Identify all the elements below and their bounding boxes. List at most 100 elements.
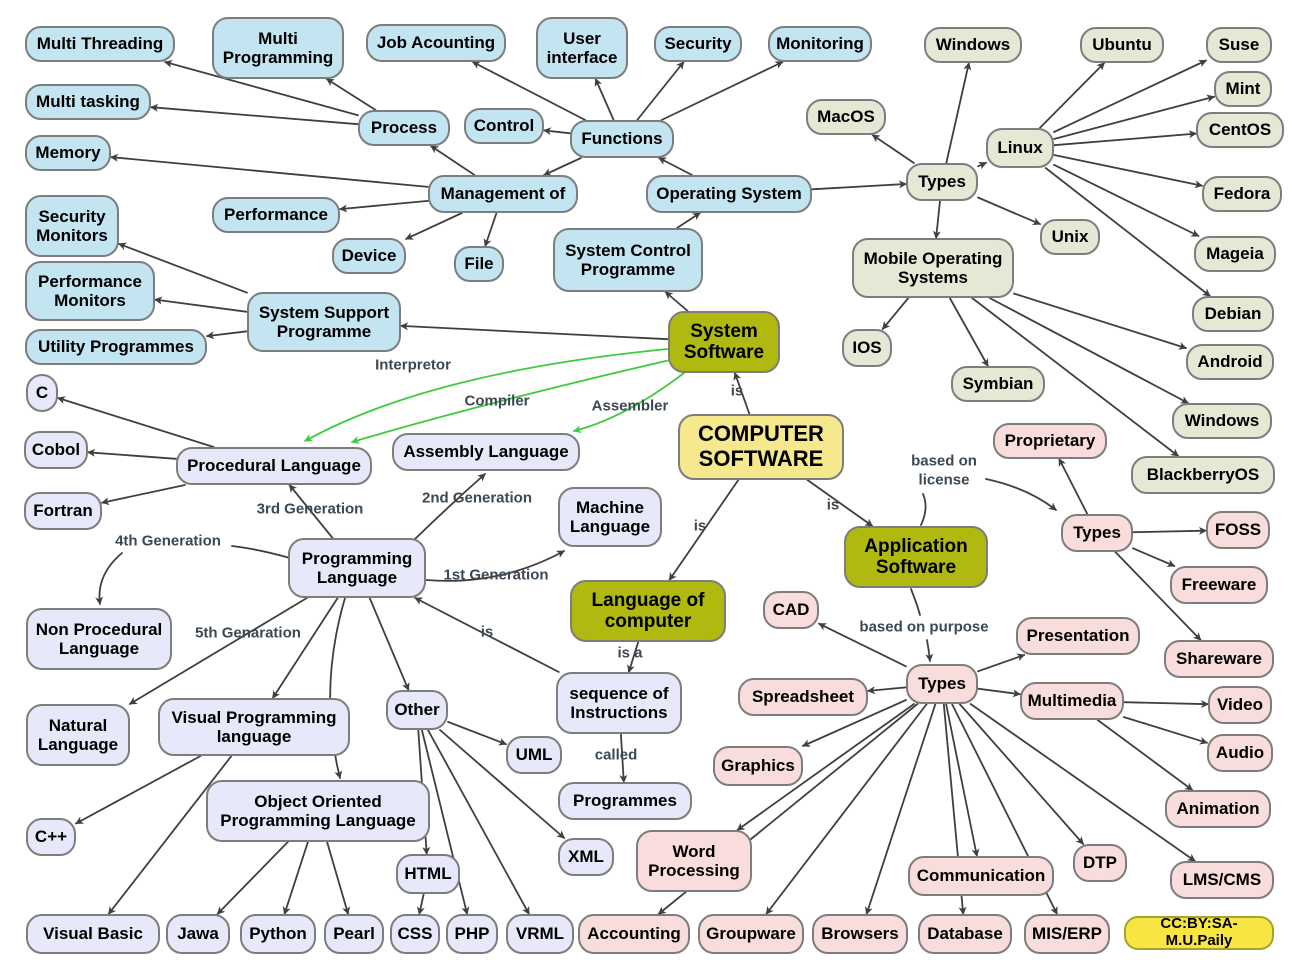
edge-oopl-curve [329,597,346,779]
node-mis-erp: MIS/ERP [1024,914,1110,954]
edge-management-of-to-process [430,145,476,176]
node-visual-programming-language: Visual Programming language [158,698,350,756]
edge-types-os-to-unix [977,196,1041,226]
edge-programming-language-to-natural-language [128,597,308,705]
edge-system-support-programme-to-utility-programmes [206,330,248,340]
edge-license-curve [985,478,1057,511]
edge-types-purpose-to-lms-cms [969,703,1196,862]
node-natural-language: Natural Language [26,704,130,766]
edge-mobile-operating-systems-to-android [1013,292,1187,350]
edge-label-gen-3: 3rd Generation [256,500,364,518]
edge-functions-to-monitoring [660,61,784,121]
edge-purpose-curve [925,639,934,662]
node-multi-programming: Multi Programming [212,17,344,79]
node-graphics: Graphics [713,746,803,786]
node-computer-software: COMPUTER SOFTWARE [678,414,844,480]
node-multi-tasking: Multi tasking [25,84,151,120]
node-groupware: Groupware [698,914,804,954]
node-user-interface: User interface [536,17,628,79]
edge-types-purpose-to-graphics [801,699,907,747]
edge-computer-software-to-application-software [806,479,874,527]
edge-compiler-curve [351,359,671,444]
node-machine-language: Machine Language [558,487,662,547]
node-uml: UML [506,736,562,774]
edge-label-gen-1: 1st Generation [443,566,549,584]
node-device: Device [332,238,406,274]
node-pearl: Pearl [324,914,384,954]
edge-license-connector [920,493,927,526]
node-other: Other [386,690,448,730]
edge-label-is-language: is [693,517,707,535]
edge-multimedia-to-animation [1096,719,1194,791]
edge-linux-to-debian [1044,167,1211,297]
node-job-acounting: Job Acounting [366,24,506,62]
edge-types-purpose-to-cad [818,622,907,668]
edge-label-called: called [594,746,638,764]
edge-visual-programming-language-to-visual-basic [107,755,233,915]
edge-programming-language-to-procedural-language [288,484,334,539]
edge-types-purpose-to-presentation [977,653,1026,673]
edge-other-to-php [421,729,470,915]
node-performance-monitors: Performance Monitors [25,261,155,321]
edge-label-is-system: is [730,382,744,400]
node-monitoring: Monitoring [768,26,872,62]
node-memory: Memory [25,135,111,171]
edge-linux-to-mint [1053,94,1215,140]
edge-procedural-language-to-cobol [87,448,177,460]
edge-object-oriented-programming-language-to-jawa [216,841,289,915]
edge-other-to-uml [447,721,507,746]
node-operating-system: Operating System [646,175,812,213]
edge-computer-software-to-language-of-computer [668,479,740,581]
edge-management-of-to-device [405,212,463,240]
edge-operating-system-to-functions [658,157,693,176]
edge-computer-software-to-system-software [733,372,751,415]
node-multimedia: Multimedia [1020,682,1124,720]
edge-sequence-of-instructions-to-programmes [619,733,628,783]
edge-linux-to-suse [1053,59,1207,133]
edge-management-of-to-memory [110,153,429,188]
edge-sequence-of-instructions-to-programming-language [414,597,560,673]
node-php: PHP [446,914,498,954]
node-css: CSS [390,914,440,954]
edge-mobile-operating-systems-to-windows-mobile [988,297,1189,404]
edge-system-control-programme-to-operating-system [676,212,701,229]
edge-label-interpretor: Interpretor [375,356,451,374]
node-application-software: Application Software [844,526,988,588]
node-freeware: Freeware [1170,566,1268,604]
node-types-license: Types [1061,514,1133,552]
edge-label-is-a: is a [617,644,643,662]
node-windows-mobile: Windows [1172,403,1272,439]
node-security: Security [654,26,742,62]
edge-object-oriented-programming-language-to-pearl [326,841,350,915]
node-ubuntu: Ubuntu [1080,27,1164,63]
edge-html-to-css [416,893,425,915]
edge-functions-to-control [543,127,571,136]
node-utility-programmes: Utility Programmes [25,329,207,365]
node-dtp: DTP [1073,844,1127,882]
edge-purpose-connector [910,588,921,616]
edge-object-oriented-programming-language-to-python [282,841,309,915]
node-multi-threading: Multi Threading [25,26,175,62]
node-communication: Communication [908,856,1054,896]
edge-procedural-language-to-c [57,396,215,448]
edge-gen2-curve [414,473,486,540]
node-procedural-language: Procedural Language [176,447,372,485]
node-non-procedural-language: Non Procedural Language [26,608,172,670]
node-process: Process [358,110,450,146]
node-types-purpose: Types [906,664,978,704]
node-c: C [26,374,58,412]
edge-linux-to-centos [1053,130,1197,147]
node-programmes: Programmes [558,782,692,820]
edge-other-to-xml [439,729,566,839]
edge-types-purpose-to-dtp [958,703,1085,845]
edge-system-software-to-system-control-programme [664,291,689,312]
edge-types-purpose-to-browsers [864,703,937,915]
edge-label-based-on-purpose: based on purpose [859,618,989,636]
edge-process-to-multi-tasking [150,103,359,126]
edge-gen4-curve [95,552,123,605]
edge-label-is-sequence: is [480,623,494,641]
node-html: HTML [396,854,460,894]
node-unix: Unix [1040,219,1100,255]
edge-types-os-to-mobile-operating-systems [932,200,941,239]
